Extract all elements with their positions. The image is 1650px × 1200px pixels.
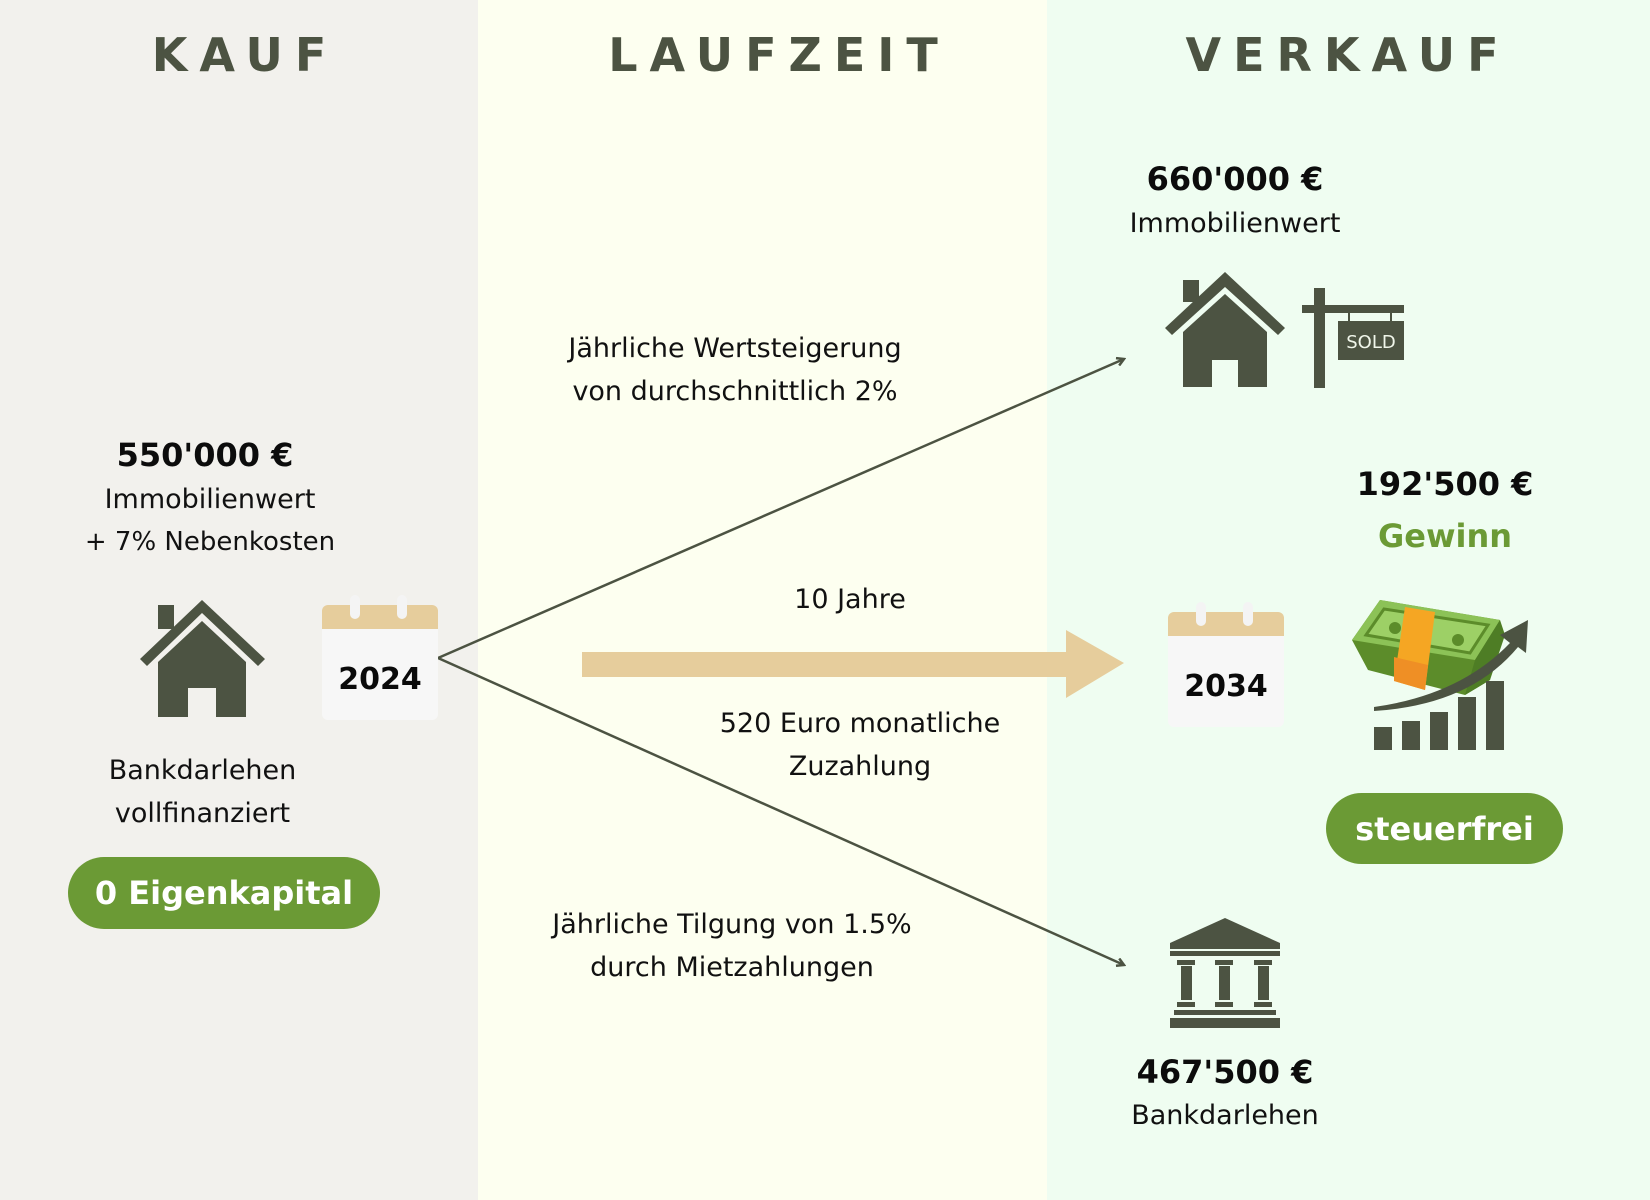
header-laufzeit: LAUFZEIT	[608, 28, 950, 82]
purchase-amount: 550'000 €	[116, 436, 294, 474]
tax-free-pill: steuerfrei	[1326, 793, 1563, 864]
header-verkauf: VERKAUF	[1185, 28, 1511, 82]
arrow-duration	[582, 630, 1124, 698]
appreciation-line1: Jährliche Wertsteigerung	[568, 333, 902, 364]
payment-line1: 520 Euro monatliche	[719, 708, 1001, 739]
profit-amount: 192'500 €	[1356, 465, 1534, 503]
arrow-appreciation	[437, 359, 1124, 660]
repayment-line1: Jährliche Tilgung von 1.5%	[552, 909, 912, 940]
calendar-icon-2034: 2034	[1168, 602, 1284, 727]
arrow-repayment	[437, 656, 1124, 965]
bank-icon	[1170, 918, 1280, 1028]
sale-amount: 660'000 €	[1146, 160, 1324, 198]
repayment-line2: durch Mietzahlungen	[590, 952, 874, 983]
remaining-loan-amount: 467'500 €	[1136, 1053, 1314, 1091]
equity-pill: 0 Eigenkapital	[68, 857, 380, 929]
purchase-label: Immobilienwert	[104, 484, 316, 515]
calendar-year-start: 2024	[338, 662, 422, 697]
sale-label: Immobilienwert	[1129, 208, 1341, 239]
loan-line2: vollfinanziert	[114, 798, 291, 829]
sold-sign-icon: SOLD	[1302, 288, 1404, 388]
profit-label: Gewinn	[1377, 517, 1513, 555]
calendar-year-end: 2034	[1184, 669, 1268, 704]
panel-verkauf	[1047, 0, 1650, 1200]
money-growth-icon	[1352, 600, 1528, 750]
calendar-icon-2024: 2024	[322, 595, 438, 720]
payment-line2: Zuzahlung	[788, 751, 932, 782]
header-kauf: KAUF	[151, 28, 339, 82]
sold-sign-text: SOLD	[1346, 332, 1395, 353]
appreciation-line2: von durchschnittlich 2%	[572, 376, 898, 407]
house-icon-sale	[1165, 272, 1285, 387]
house-icon	[140, 600, 265, 717]
loan-line1: Bankdarlehen	[108, 755, 297, 786]
purchase-costs: + 7% Nebenkosten	[84, 527, 336, 557]
duration-label: 10 Jahre	[794, 584, 906, 615]
remaining-loan-label: Bankdarlehen	[1131, 1100, 1319, 1131]
